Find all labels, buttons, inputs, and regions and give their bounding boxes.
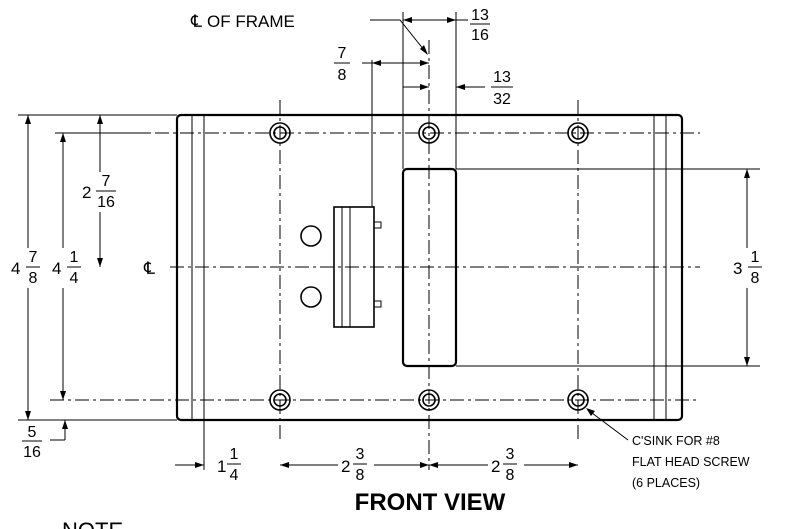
- centerline-symbol: ℄: [190, 12, 202, 31]
- countersink-hole: [418, 389, 440, 411]
- label-mask: [142, 256, 168, 278]
- arrowhead: [62, 420, 68, 429]
- label-mask: [80, 172, 124, 212]
- dim-2-3-8-a-num: 3: [356, 446, 365, 463]
- arrowhead: [420, 60, 429, 66]
- dim-7-8-num: 7: [338, 45, 347, 62]
- dim-13-16-den: 16: [471, 27, 489, 44]
- dim-4-1-4-num: 1: [70, 249, 79, 266]
- dim-2-3-8-b-den: 8: [506, 467, 515, 484]
- slot-cutout: [401, 167, 458, 368]
- countersink-hole: [567, 389, 589, 411]
- countersink-hole: [567, 122, 589, 144]
- arrowhead: [60, 133, 66, 142]
- arrowhead: [586, 408, 595, 416]
- csink-callout-line1: C'SINK FOR #8: [632, 434, 720, 448]
- dim-13-32-num: 13: [493, 69, 511, 86]
- countersink-hole: [269, 389, 291, 411]
- view-title: FRONT VIEW: [355, 489, 506, 516]
- label-mask: [10, 248, 46, 288]
- arrowhead: [456, 84, 465, 90]
- dim-4-1-4-den: 4: [70, 270, 79, 287]
- countersink-hole: [418, 122, 440, 144]
- cl-of-frame-label: OF FRAME: [207, 12, 295, 31]
- dim-13-32-den: 32: [493, 91, 511, 108]
- dim-1-1-4-whole: 1: [217, 457, 226, 476]
- dim-4-7-8-whole: 4: [11, 259, 20, 278]
- centerline-symbol: ℄: [143, 259, 155, 278]
- arrowhead: [372, 60, 381, 66]
- arrowhead: [420, 45, 428, 55]
- arrowhead: [420, 462, 429, 468]
- dim-2-7-16-den: 16: [97, 194, 115, 211]
- arrowhead: [569, 462, 578, 468]
- arrowhead: [744, 357, 750, 366]
- csink-callout-line3: (6 PLACES): [632, 476, 700, 490]
- dim-7-8-den: 8: [338, 67, 347, 84]
- dim-3-1-8-den: 8: [751, 270, 760, 287]
- arrowhead: [280, 462, 289, 468]
- arrowhead: [744, 169, 750, 178]
- arrowhead: [420, 84, 429, 90]
- dim-2-3-8-a-den: 8: [356, 467, 365, 484]
- dim-13-16-num: 13: [471, 7, 489, 24]
- dim-2-3-8-a-whole: 2: [341, 457, 350, 476]
- arrowhead: [429, 462, 438, 468]
- label-mask: [488, 448, 524, 484]
- arrowhead: [25, 411, 31, 420]
- arrowhead: [97, 115, 103, 124]
- dim-2-3-8-b-whole: 2: [491, 457, 500, 476]
- mounting-hole: [300, 225, 322, 247]
- arrowhead: [195, 462, 204, 468]
- dim-4-1-4-whole: 4: [52, 259, 61, 278]
- arrowhead: [447, 17, 456, 23]
- dim-3-1-8-num: 1: [751, 249, 760, 266]
- countersink-hole: [269, 122, 291, 144]
- dim-2-7-16-num: 7: [102, 173, 111, 190]
- dim-5-16-num: 5: [28, 424, 37, 441]
- arrowhead: [97, 258, 103, 267]
- dim-5-16-den: 16: [23, 444, 41, 461]
- arrowhead: [403, 17, 412, 23]
- label-mask: [338, 448, 374, 484]
- arrowhead: [25, 115, 31, 124]
- csink-callout-line2: FLAT HEAD SCREW: [632, 455, 750, 469]
- dim-3-1-8-whole: 3: [733, 259, 742, 278]
- label-mask: [730, 248, 768, 288]
- dim-1-1-4-den: 4: [230, 467, 239, 484]
- connector-block: [333, 206, 382, 328]
- dim-1-1-4-num: 1: [230, 446, 239, 463]
- dim-2-7-16-whole: 2: [82, 183, 91, 202]
- dim-4-7-8-num: 7: [29, 249, 38, 266]
- label-mask: [50, 248, 84, 288]
- mounting-hole: [300, 286, 322, 308]
- arrowhead: [60, 391, 66, 400]
- dim-4-7-8-den: 8: [29, 270, 38, 287]
- callout-leader: [587, 409, 629, 441]
- cl-of-frame-leader: [370, 19, 425, 51]
- dim-2-3-8-b-num: 3: [506, 446, 515, 463]
- note-heading: NOTE: [62, 518, 123, 529]
